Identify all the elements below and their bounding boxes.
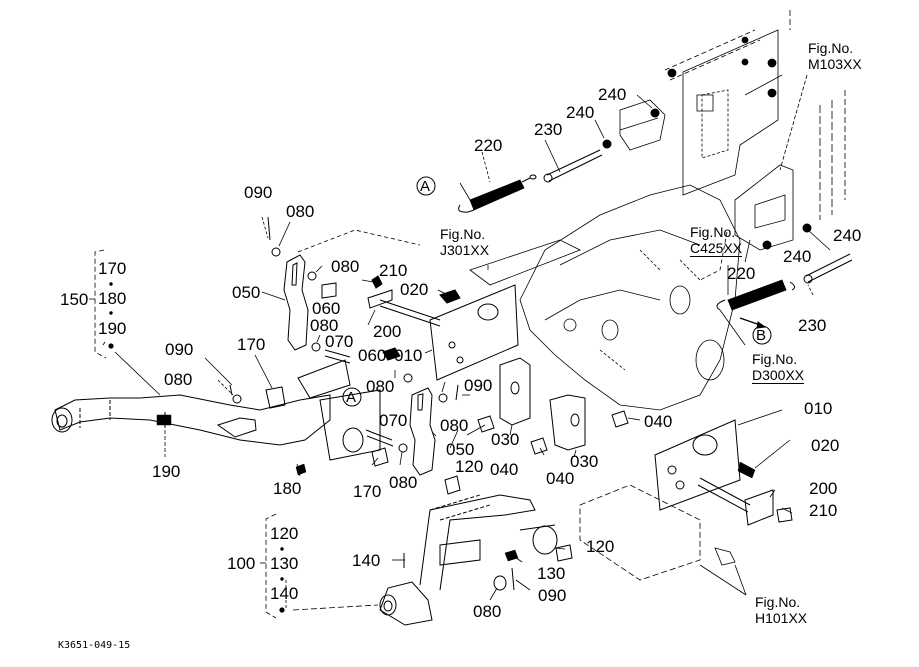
part-label: 080 (286, 202, 315, 221)
part-label: 130 (537, 564, 566, 583)
figure-ref-c425xx[interactable]: Fig.No. C425XX (690, 224, 743, 257)
part-label: 210 (809, 501, 838, 520)
part-label: 070 (379, 411, 408, 430)
part-label: 140 (352, 551, 381, 570)
pedal-arm-150 (52, 360, 380, 475)
bracket-010-center (368, 276, 518, 382)
part-label: 080 (164, 370, 193, 389)
part-label: 240 (833, 226, 862, 245)
part-label: 080 (473, 602, 502, 621)
figure-ref-caption: Fig.No. (752, 351, 798, 367)
lower-spring-assembly (717, 224, 852, 328)
part-label: 170 (353, 482, 382, 501)
pedal-100 (380, 495, 572, 625)
figure-ref-d300xx[interactable]: Fig.No. D300XX (752, 351, 805, 384)
part-label: 040 (644, 412, 673, 431)
part-label: 030 (570, 452, 599, 471)
part-label: 020 (811, 436, 840, 455)
figure-ref-number: M103XX (808, 56, 862, 72)
spring-220-top (470, 180, 524, 210)
part-label: 170 (237, 335, 266, 354)
part-label: 240 (598, 85, 627, 104)
assembly-member: 120 (270, 524, 299, 543)
assembly-number: 100 (227, 554, 256, 573)
figure-ref-number: H101XX (755, 610, 808, 626)
assembly-member: 130 (270, 554, 299, 573)
part-label: 060 (312, 299, 341, 318)
lever-050-left (268, 217, 350, 363)
part-label: 040 (546, 469, 575, 488)
part-label: 210 (379, 261, 408, 280)
plate-h101 (580, 485, 735, 580)
bracket-010-right (655, 420, 792, 525)
brackets-030 (478, 358, 628, 454)
part-label: 120 (586, 537, 615, 556)
part-label: 090 (165, 340, 194, 359)
part-label: 070 (325, 332, 354, 351)
part-label: 010 (394, 346, 423, 365)
part-label: 090 (244, 183, 273, 202)
assembly-number: 150 (60, 290, 89, 309)
figure-ref-caption: Fig.No. (755, 594, 801, 610)
assembly-member: 170 (98, 259, 127, 278)
part-label: 190 (152, 462, 181, 481)
leader-lines (103, 75, 830, 610)
figure-ref-number: J301XX (440, 242, 490, 258)
part-label: 080 (331, 257, 360, 276)
callout-circle-a-top (417, 177, 435, 195)
part-label: 220 (474, 136, 503, 155)
figure-ref-number: C425XX (690, 240, 743, 257)
drawing-code: K3651-049-15 (58, 640, 131, 651)
part-label: 060 (358, 346, 387, 365)
part-label: 090 (538, 586, 567, 605)
part-label: 040 (490, 460, 519, 479)
lever-050-center (366, 385, 460, 494)
part-label: 240 (566, 103, 595, 122)
figure-ref-j301xx[interactable]: Fig.No. J301XX (440, 226, 489, 258)
figure-ref-h101xx[interactable]: Fig.No. H101XX (755, 594, 807, 626)
figure-ref-number: D300XX (752, 367, 805, 384)
part-label: 230 (798, 316, 827, 335)
part-label: 050 (232, 283, 261, 302)
assembly-member: 190 (98, 319, 127, 338)
part-label: 120 (455, 457, 484, 476)
callout-b: B (756, 327, 767, 344)
assembly-bracket-150 (89, 250, 113, 358)
part-label: 230 (534, 120, 563, 139)
transmission-housing (470, 185, 740, 410)
upper-spring-assembly (459, 100, 665, 212)
part-label: 030 (491, 430, 520, 449)
callout-a-mid: A (346, 389, 357, 406)
assembly-bracket-100 (260, 514, 284, 618)
part-label: 200 (373, 322, 402, 341)
callout-circle-a-mid (343, 388, 361, 406)
part-label: 200 (809, 479, 838, 498)
part-label: 180 (273, 479, 302, 498)
callout-circle-b (753, 326, 771, 344)
part-label: 020 (400, 280, 429, 299)
part-label: 080 (366, 377, 395, 396)
mounting-plate (665, 10, 845, 250)
part-label: 080 (389, 473, 418, 492)
part-label: 240 (783, 247, 812, 266)
figure-ref-m103xx[interactable]: Fig.No. M103XX (808, 40, 862, 72)
assembly-member: 140 (270, 584, 299, 603)
part-label: 080 (310, 316, 339, 335)
assembly-member: 180 (98, 289, 127, 308)
figure-ref-caption: Fig.No. (440, 226, 486, 242)
callout-a-top: A (420, 178, 431, 195)
part-label: 080 (440, 416, 469, 435)
figure-ref-caption: Fig.No. (808, 40, 854, 56)
part-label: 220 (727, 264, 756, 283)
part-label: 090 (464, 376, 493, 395)
figure-ref-caption: Fig.No. (690, 224, 736, 240)
part-label: 010 (804, 399, 833, 418)
part-label: 050 (446, 440, 475, 459)
